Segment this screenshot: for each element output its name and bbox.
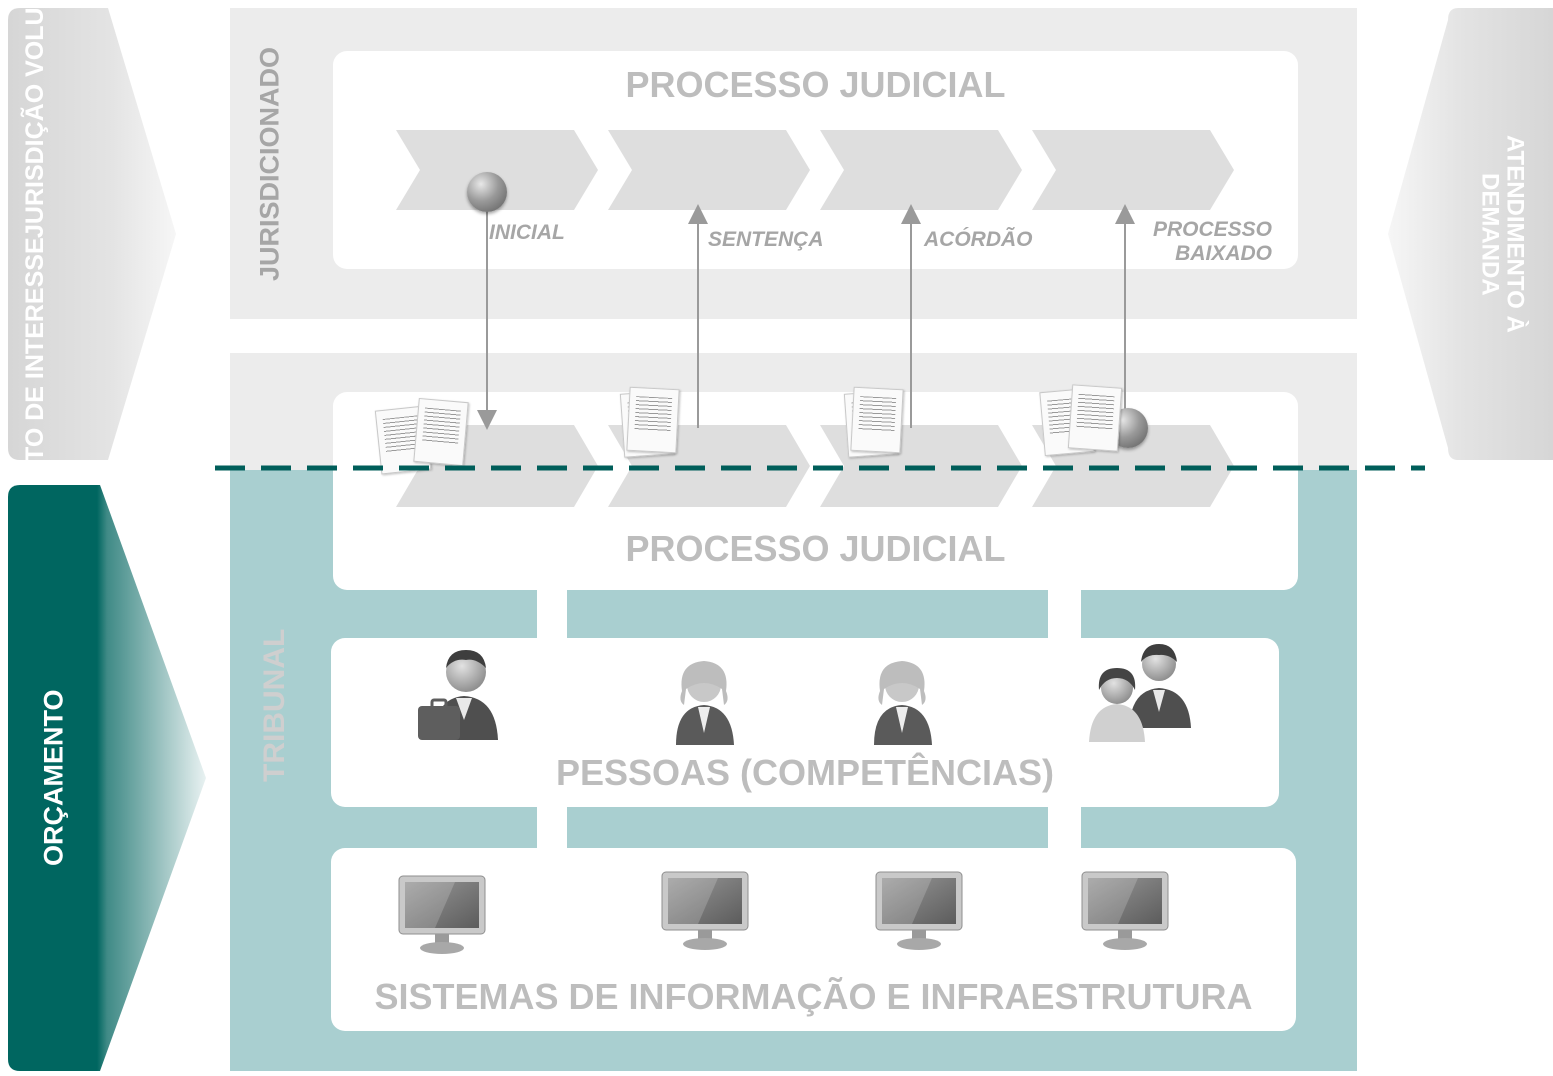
left-bottom-arrow [8,485,208,1071]
document-stack-icon [618,386,688,466]
milestone-processo-baixado: PROCESSO BAIXADO [1138,218,1272,266]
person-briefcase-icon [418,650,498,740]
right-arrow [1388,8,1553,460]
left-bottom-arrow-shape [8,485,206,1071]
people-title: PESSOAS (COMPETÊNCIAS) [555,752,1055,793]
top-process-title: PROCESSO JUDICIAL [625,64,1006,105]
right-label: ATENDIMENTO À DEMANDA [1455,8,1550,460]
judge-icon [676,661,734,745]
monitor-icon [661,871,749,950]
right-arrow-shape [1388,8,1553,460]
right-label-line1: ATENDIMENTO À [1501,135,1529,333]
left-top-arrow [8,8,178,460]
people-group-icon [1089,644,1191,742]
monitor-icon [398,875,486,954]
document-stack-icon [842,386,912,466]
top-chevrons [396,130,1234,210]
token-ball-icon [467,172,507,212]
milestone-inicial: INICIAL [489,221,565,244]
milestone-processo-baixado-line2: BAIXADO [1175,242,1272,265]
top-chevron-2 [608,130,810,210]
document-stack-icon [1039,384,1130,464]
systems-title: SISTEMAS DE INFORMAÇÃO E INFRAESTRUTURA [374,976,1253,1017]
boundary-dashed-line [215,465,1425,471]
milestone-processo-baixado-line1: PROCESSO [1152,218,1272,241]
monitor-icon [1081,871,1169,950]
right-label-line2: DEMANDA [1476,172,1504,296]
milestone-sentenca: SENTENÇA [708,228,824,251]
milestone-acordao: ACÓRDÃO [924,228,1033,251]
top-chevron-1 [396,130,598,210]
top-chevron-4 [1032,130,1234,210]
left-top-arrow-shape [8,8,176,460]
monitor-icon [875,871,963,950]
bottom-process-title: PROCESSO JUDICIAL [625,528,1006,569]
judge-icon [874,661,932,745]
top-chevron-3 [820,130,1022,210]
